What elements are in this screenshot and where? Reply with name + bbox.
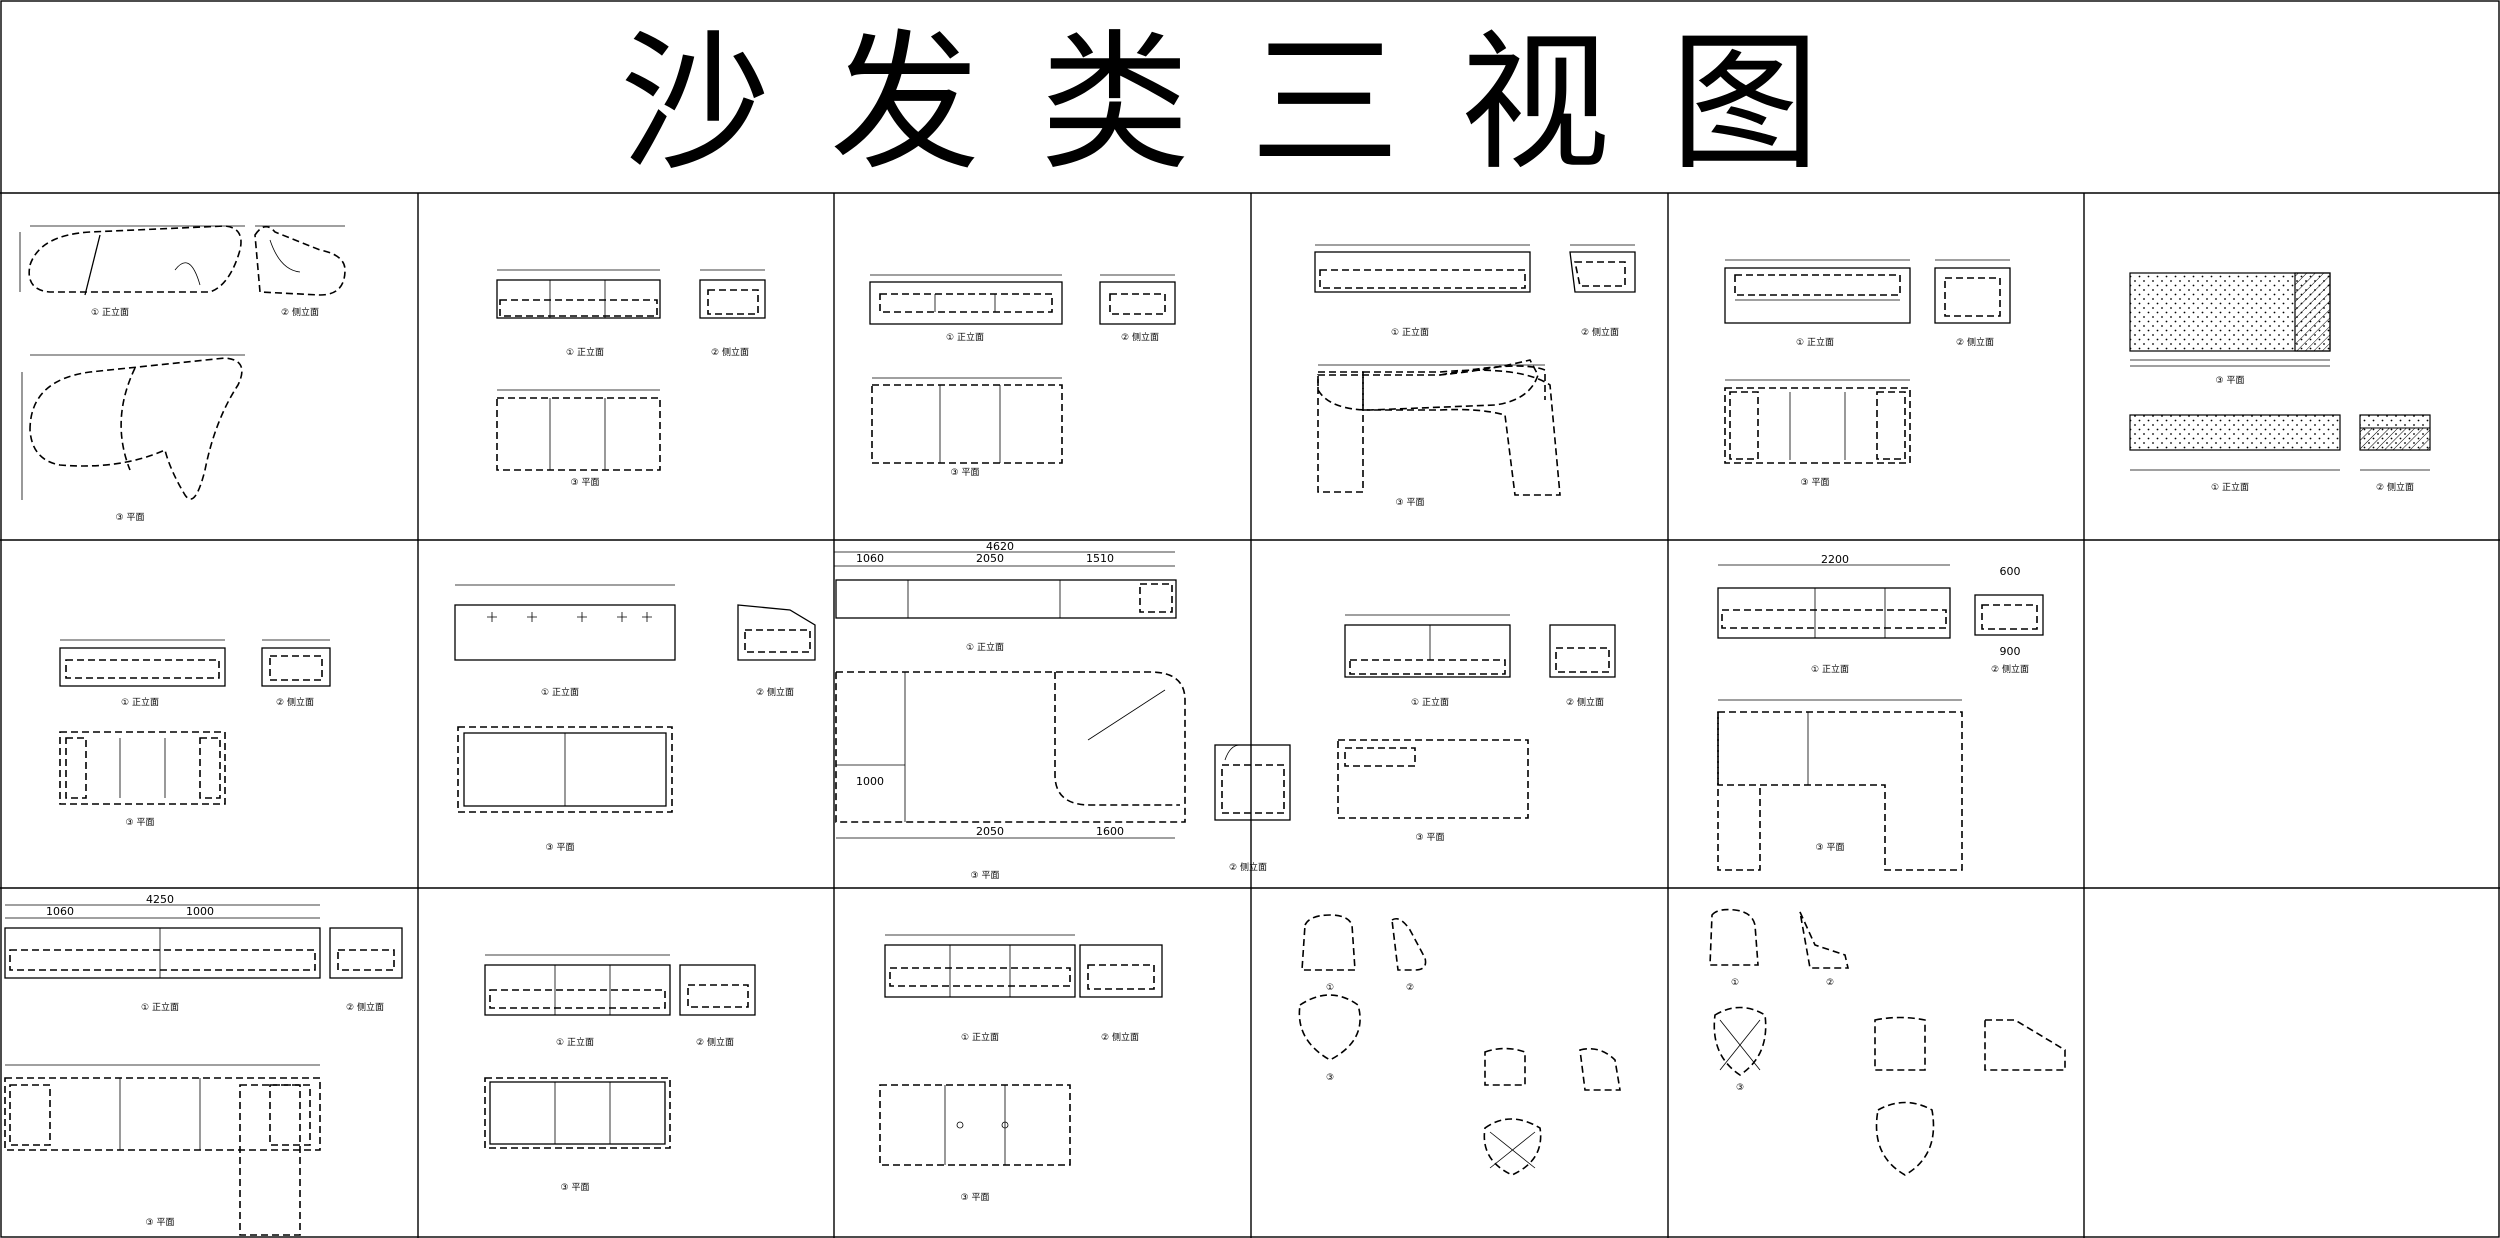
- svg-text:1060: 1060: [856, 552, 884, 565]
- svg-text:③ 平面: ③ 平面: [1816, 842, 1845, 853]
- drawing-chesterfield-sofa: ① 正立面 ② 侧立面 ③ 平面: [59, 639, 331, 828]
- svg-text:② 侧立面: ② 侧立面: [696, 1036, 734, 1048]
- svg-text:③ 平面: ③ 平面: [146, 1217, 175, 1228]
- svg-text:③: ③: [1326, 1073, 1334, 1083]
- svg-text:2200: 2200: [1821, 553, 1849, 566]
- svg-text:② 侧立面: ② 侧立面: [711, 346, 749, 358]
- svg-text:① 正立面: ① 正立面: [966, 641, 1004, 653]
- svg-text:② 侧立面: ② 侧立面: [346, 1001, 384, 1013]
- svg-text:① 正立面: ① 正立面: [1411, 696, 1449, 708]
- drawing-slim-sofa: ① 正立面 ② 侧立面 ③ 平面: [484, 954, 756, 1193]
- svg-text:③ 平面: ③ 平面: [571, 477, 600, 488]
- svg-text:② 侧立面: ② 侧立面: [1566, 696, 1604, 708]
- svg-text:① 正立面: ① 正立面: [121, 696, 159, 708]
- drawing-organic-sofa: ① 正立面 ② 侧立面 ③ 平面: [19, 225, 346, 523]
- svg-text:③ 平面: ③ 平面: [2216, 375, 2245, 386]
- svg-text:① 正立面: ① 正立面: [566, 346, 604, 358]
- svg-text:② 侧立面: ② 侧立面: [1581, 326, 1619, 338]
- svg-text:①: ①: [1731, 978, 1739, 988]
- drawing-tufted-sofa: ① 正立面 ② 侧立面 ③ 平面: [1724, 259, 2011, 488]
- sheet-title: 沙发类三视图: [620, 17, 1880, 191]
- svg-text:③ 平面: ③ 平面: [971, 870, 1000, 881]
- svg-text:2050: 2050: [976, 825, 1004, 838]
- svg-text:① 正立面: ① 正立面: [1391, 326, 1429, 338]
- svg-text:② 侧立面: ② 侧立面: [2376, 481, 2414, 493]
- svg-text:1510: 1510: [1086, 552, 1114, 565]
- svg-text:③ 平面: ③ 平面: [116, 512, 145, 523]
- svg-text:① 正立面: ① 正立面: [91, 306, 129, 318]
- svg-text:② 侧立面: ② 侧立面: [1229, 861, 1267, 873]
- svg-text:600: 600: [2000, 565, 2021, 578]
- svg-text:③ 平面: ③ 平面: [546, 842, 575, 853]
- svg-text:③: ③: [1736, 1083, 1744, 1093]
- drawing-corner-sofa: 2200 900 600 ① 正立面 ② 侧立面 ③ 平面: [1717, 553, 2044, 871]
- dim-overall: 4620: [986, 540, 1014, 553]
- svg-text:1000: 1000: [186, 905, 214, 918]
- svg-text:① 正立面: ① 正立面: [141, 1001, 179, 1013]
- svg-text:② 侧立面: ② 侧立面: [276, 696, 314, 708]
- svg-text:① 正立面: ① 正立面: [2211, 481, 2249, 493]
- svg-text:1000: 1000: [856, 775, 884, 788]
- svg-text:③ 平面: ③ 平面: [561, 1182, 590, 1193]
- drawing-button-sofa: ① 正立面 ② 侧立面 ③ 平面: [454, 584, 816, 853]
- svg-text:②: ②: [1826, 978, 1834, 988]
- svg-text:② 侧立面: ② 侧立面: [281, 306, 319, 318]
- svg-text:1600: 1600: [1096, 825, 1124, 838]
- drawing-three-seat-sofa: ① 正立面 ② 侧立面 ③ 平面: [869, 274, 1176, 478]
- svg-text:③ 平面: ③ 平面: [951, 467, 980, 478]
- svg-text:①: ①: [1326, 983, 1334, 993]
- svg-text:① 正立面: ① 正立面: [961, 1031, 999, 1043]
- svg-text:① 正立面: ① 正立面: [946, 331, 984, 343]
- svg-text:③ 平面: ③ 平面: [1801, 477, 1830, 488]
- svg-text:② 侧立面: ② 侧立面: [1101, 1031, 1139, 1043]
- svg-text:② 侧立面: ② 侧立面: [1121, 331, 1159, 343]
- svg-text:① 正立面: ① 正立面: [556, 1036, 594, 1048]
- svg-text:③ 平面: ③ 平面: [961, 1192, 990, 1203]
- svg-text:③ 平面: ③ 平面: [126, 817, 155, 828]
- svg-text:2050: 2050: [976, 552, 1004, 565]
- drawing-armchairs: ① ② ③: [1298, 914, 1621, 1176]
- drawing-lounge-chairs: ① ② ③: [1709, 908, 2066, 1176]
- drawing-daybed: ③ 平面 ① 正立面 ② 侧立面: [2129, 272, 2431, 493]
- svg-text:① 正立面: ① 正立面: [541, 686, 579, 698]
- svg-text:900: 900: [2000, 645, 2021, 658]
- drawing-long-modular-sofa: 4250 1060 1000 ① 正立面 ② 侧立面 ③ 平面: [4, 893, 403, 1236]
- drawing-lounge-sofa: ① 正立面 ② 侧立面 ③ 平面: [1337, 614, 1616, 843]
- svg-text:② 侧立面: ② 侧立面: [1991, 663, 2029, 675]
- svg-text:② 侧立面: ② 侧立面: [756, 686, 794, 698]
- drawing-modular-l-sofa: 4620 1060 2050 1510 2050 1600 1000 ① 正立面…: [834, 540, 1291, 881]
- drawing-straight-sofa-a: ① 正立面 ② 侧立面 ③ 平面: [496, 269, 766, 488]
- drawing-curved-sectional: ① 正立面 ② 侧立面 ③ 平面: [1314, 244, 1636, 508]
- svg-text:② 侧立面: ② 侧立面: [1956, 336, 1994, 348]
- svg-text:③ 平面: ③ 平面: [1416, 832, 1445, 843]
- svg-text:① 正立面: ① 正立面: [1796, 336, 1834, 348]
- svg-text:1060: 1060: [46, 905, 74, 918]
- drawing-classic-sofa: ① 正立面 ② 侧立面 ③ 平面: [879, 934, 1163, 1203]
- svg-text:③ 平面: ③ 平面: [1396, 497, 1425, 508]
- svg-text:4250: 4250: [146, 893, 174, 906]
- svg-text:① 正立面: ① 正立面: [1811, 663, 1849, 675]
- svg-text:②: ②: [1406, 983, 1414, 993]
